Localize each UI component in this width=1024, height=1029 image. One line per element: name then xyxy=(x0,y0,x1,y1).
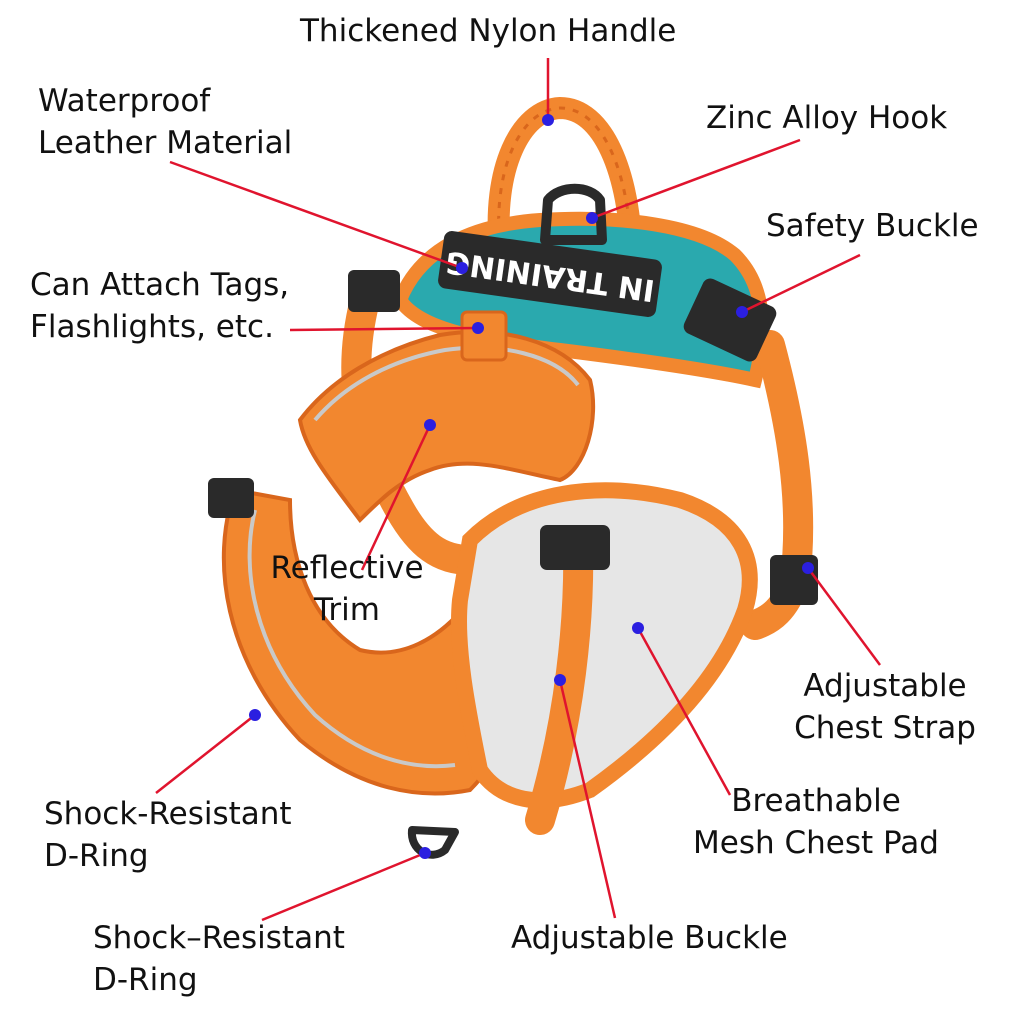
dot-leather xyxy=(456,262,468,274)
leader-chest xyxy=(806,567,882,666)
label-waterproof-leather: Waterproof Leather Material xyxy=(38,83,293,161)
leader-hook xyxy=(591,138,801,220)
dot-trim xyxy=(424,419,436,431)
left-leg-buckle xyxy=(208,478,254,518)
dot-dring-2 xyxy=(419,847,431,859)
dot-buckle xyxy=(554,674,566,686)
label-can-attach-tags: Can Attach Tags, Flashlights, etc. xyxy=(30,267,290,345)
center-strap xyxy=(525,525,594,835)
leader-tags xyxy=(289,326,479,332)
dot-tags xyxy=(472,322,484,334)
label-zinc-alloy-hook: Zinc Alloy Hook xyxy=(706,100,948,136)
leader-safety xyxy=(741,253,861,314)
dot-mesh xyxy=(632,622,644,634)
tag-attachment-loop xyxy=(460,310,508,362)
label-adjustable-chest-strap: Adjustable Chest Strap xyxy=(794,668,976,746)
label-thickened-nylon-handle: Thickened Nylon Handle xyxy=(300,13,677,49)
label-reflective-trim: Reflective Trim xyxy=(270,550,424,628)
label-safety-buckle: Safety Buckle xyxy=(766,208,979,244)
dot-hook xyxy=(586,212,598,224)
mesh-chest-pad xyxy=(451,482,758,809)
zinc-alloy-hook xyxy=(540,183,607,245)
name-patch: IN TRAINING xyxy=(438,231,662,317)
label-shock-resistant-d-ring-2: Shock–Resistant D-Ring xyxy=(93,920,345,998)
leader-buckle xyxy=(558,679,617,919)
label-breathable-mesh: Breathable Mesh Chest Pad xyxy=(693,783,939,861)
label-adjustable-buckle: Adjustable Buckle xyxy=(511,920,788,956)
label-shock-resistant-d-ring-1: Shock-Resistant D-Ring xyxy=(44,796,292,874)
leader-trim xyxy=(360,424,432,571)
leader-dring-2 xyxy=(261,851,426,922)
dot-handle xyxy=(542,114,554,126)
callout-dots xyxy=(249,114,814,859)
dot-chest xyxy=(802,562,814,574)
leader-mesh xyxy=(636,627,732,796)
leader-leather xyxy=(169,160,463,270)
safety-buckle xyxy=(683,278,777,362)
left-side-buckle xyxy=(348,270,400,312)
d-ring xyxy=(407,826,459,859)
back-top-pad xyxy=(297,330,596,524)
chest-strap-buckle xyxy=(770,555,818,605)
right-chest-strap xyxy=(740,330,814,640)
handle-loop-edge xyxy=(497,106,634,263)
dot-safety xyxy=(736,306,748,318)
dot-dring-1 xyxy=(249,709,261,721)
leader-lines xyxy=(155,58,882,922)
leader-dring-1 xyxy=(155,714,256,794)
reflective-trim xyxy=(313,345,580,422)
leg-loop-inner xyxy=(247,509,456,769)
adjustable-buckle xyxy=(540,525,610,570)
